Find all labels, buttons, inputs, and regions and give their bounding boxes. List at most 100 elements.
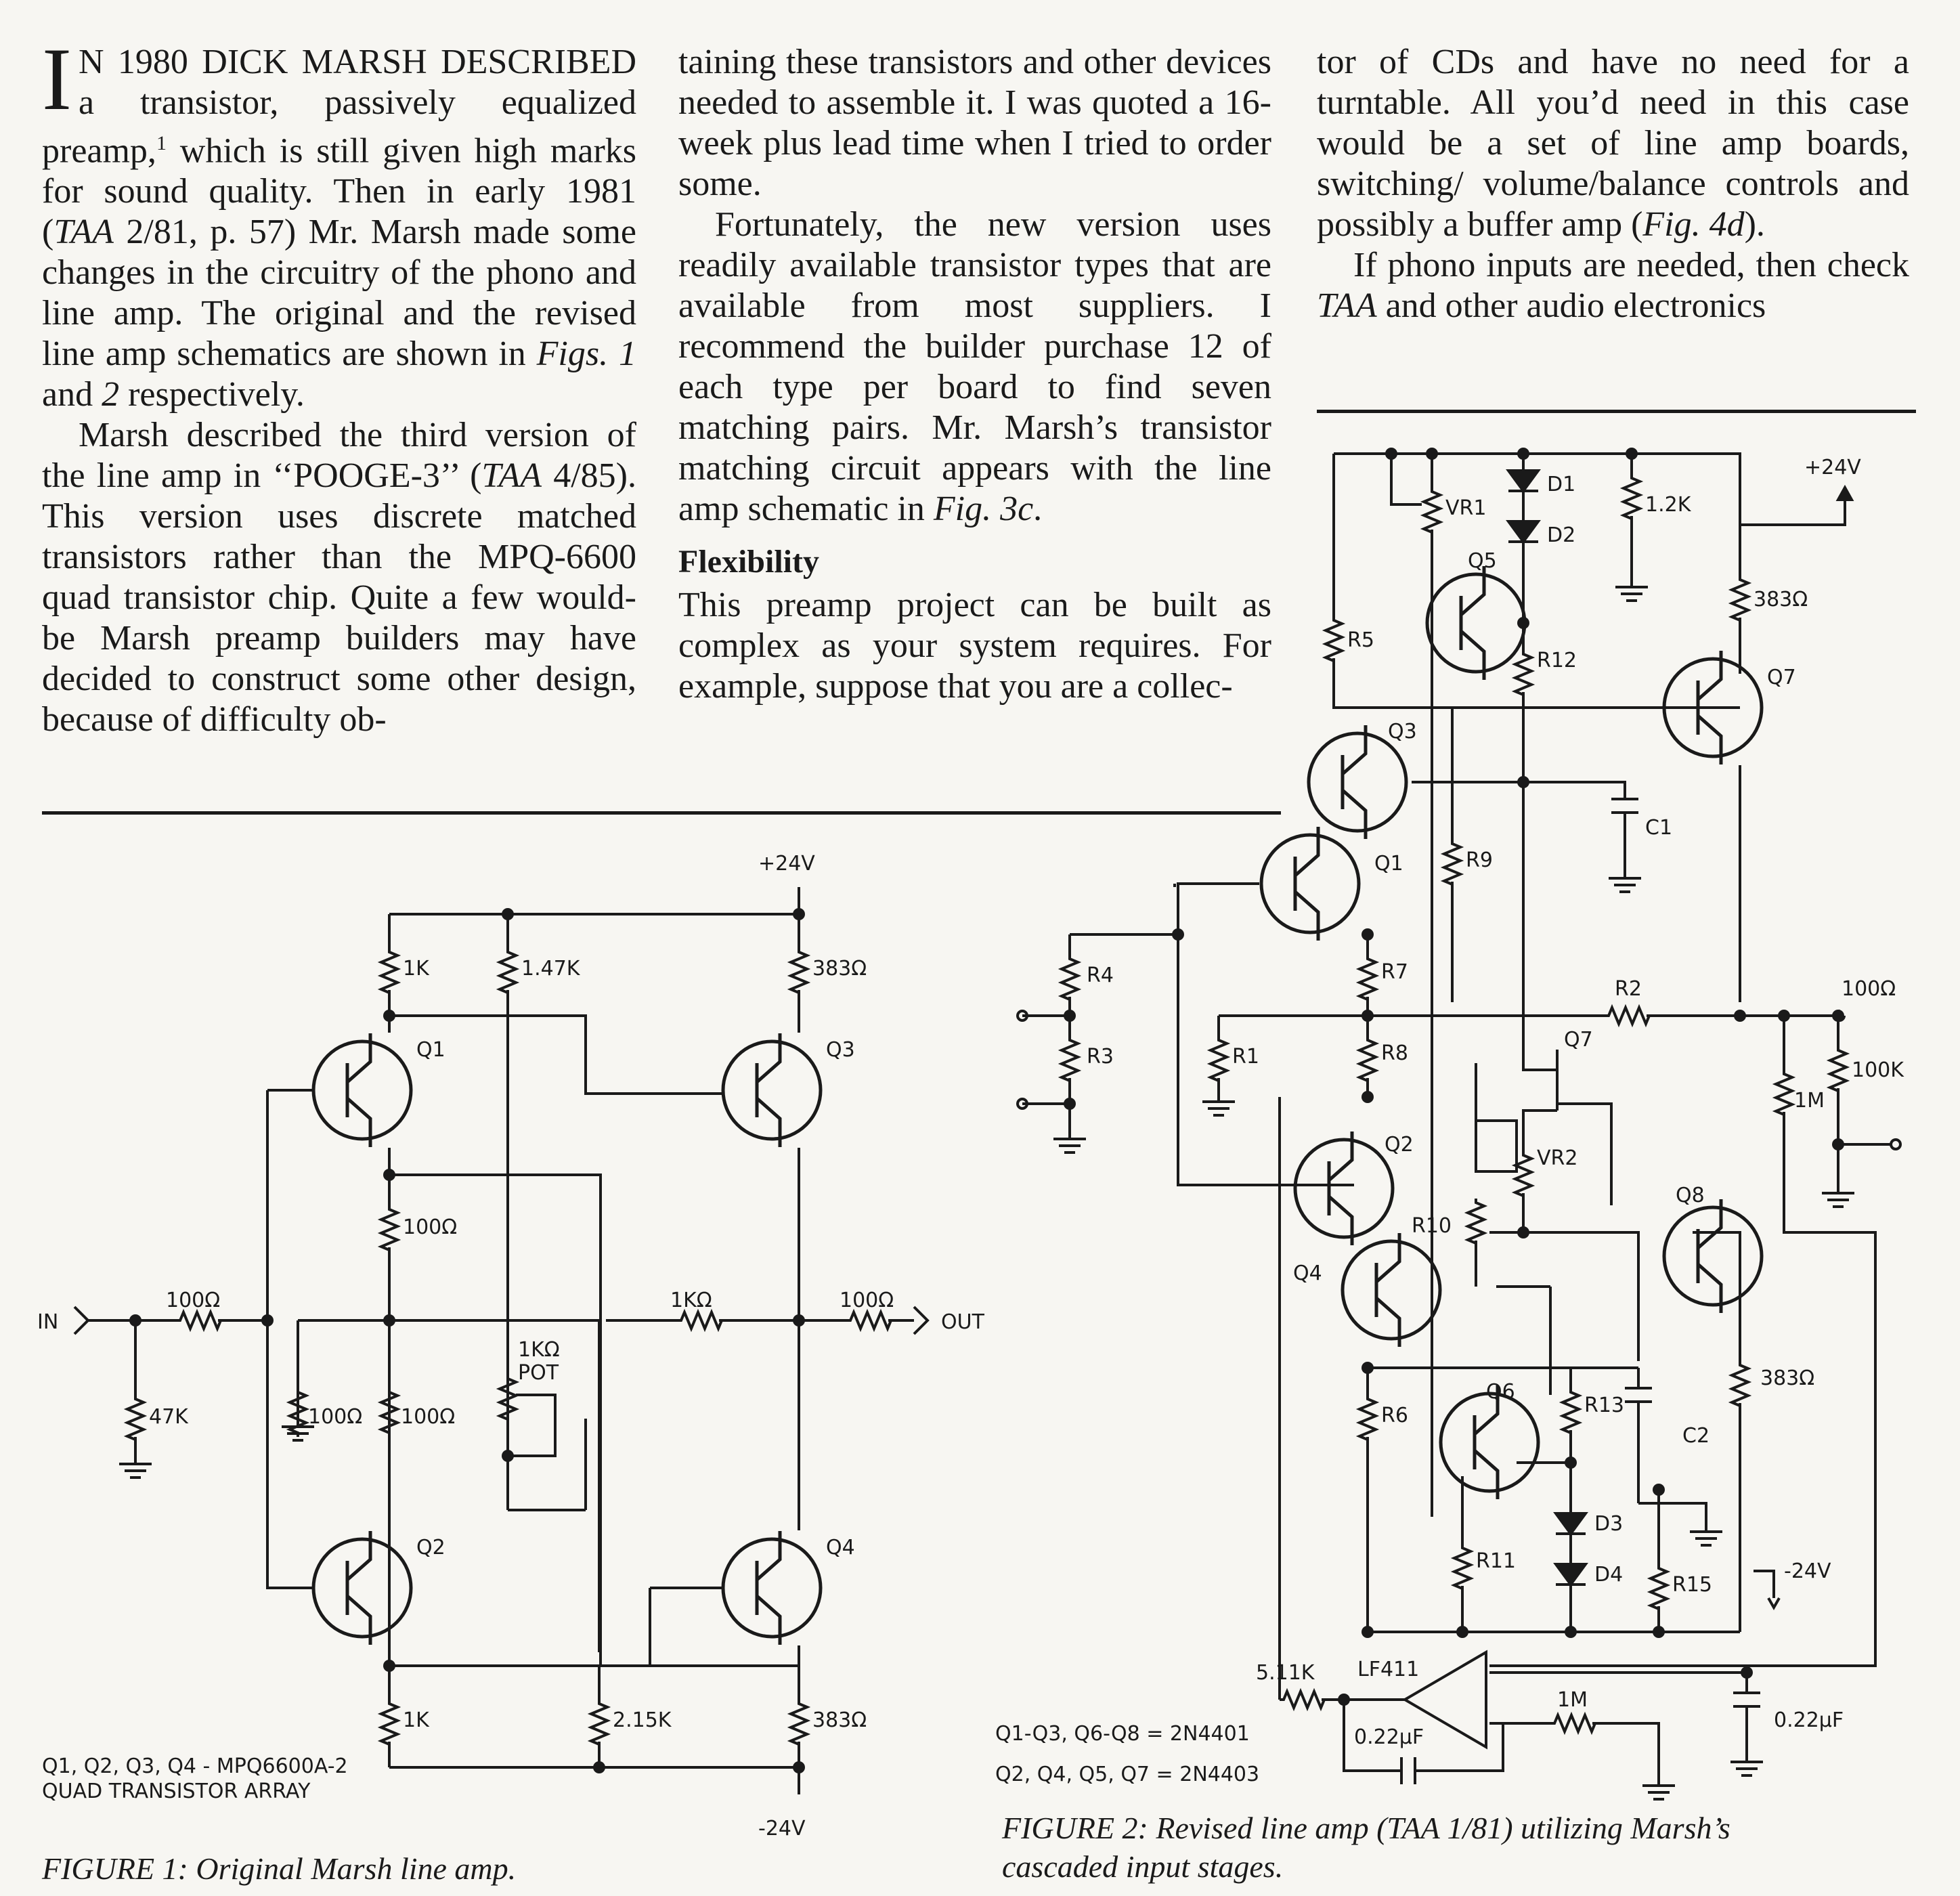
f2-q7-fet: Q7 [1564,1028,1593,1052]
p4-text: Fortunately, the new version uses readil… [678,205,1271,528]
f2-vr1: VR1 [1445,496,1486,520]
f1-note2: QUAD TRANSISTOR ARRAY [42,1780,311,1803]
f1-r100-b: 100Ω [401,1405,455,1429]
f1-r147k: 1.47K [521,957,581,981]
paragraph-7: If phono inputs are needed, then check T… [1317,245,1909,326]
f2-r9: R9 [1466,848,1493,872]
f1-r1k-out: 1KΩ [670,1289,712,1312]
figure2-schematic [1016,448,1902,1801]
f2-q2: Q2 [1385,1133,1414,1157]
f2-d3: D3 [1594,1512,1623,1536]
p7-text-b: and other audio electronics [1376,286,1766,325]
f1-r47k: 47K [149,1405,189,1429]
p7-taa: TAA [1317,286,1377,325]
f2-r10: R10 [1412,1214,1452,1238]
figure1-caption: FIGURE 1: Original Marsh line amp. [41,1851,516,1886]
f1-pot-val: 1KΩ [518,1338,560,1362]
f2-q1: Q1 [1374,852,1403,876]
f2-d1: D1 [1547,473,1575,496]
f2-r4: R4 [1087,964,1114,987]
f1-r383-bot: 383Ω [812,1708,867,1732]
f1-r1k-top: 1K [403,957,430,981]
text-column-3: tor of CDs and have no need for a turnta… [1317,42,1909,326]
f2-c022a: 0.22μF [1354,1725,1424,1749]
figure2-labels: +24V VR1 D1 D2 1.2K Q5 383Ω R5 R12 Q7 Q3… [995,456,1904,1786]
f1-r1k-bot: 1K [403,1708,430,1732]
rule-figure2 [1317,410,1916,413]
f2-r3: R3 [1087,1045,1114,1069]
f2-q5: Q5 [1468,549,1497,573]
drop-cap: I [42,29,72,129]
f1-in: IN [37,1310,58,1334]
f2-q8: Q8 [1676,1184,1705,1207]
f2-c2: C2 [1682,1424,1709,1448]
f2-r5: R5 [1347,628,1374,652]
f2-note2: Q2, Q4, Q5, Q7 = 2N4403 [995,1763,1259,1786]
f1-q2: Q2 [416,1536,445,1559]
p1-text-b: which is still given high marks for soun… [42,131,636,252]
lead-in: N 1980 DICK MARSH DESCRIBED [78,43,636,81]
paragraph-3: taining these transistors and other devi… [678,43,1271,203]
f2-d4: D4 [1594,1563,1623,1587]
section-heading: Flexibility [678,544,819,580]
f2-q7-top: Q7 [1767,666,1796,689]
p6-end: ). [1744,205,1765,244]
f1-note1: Q1, Q2, Q3, Q4 - MPQ6600A-2 [42,1754,348,1778]
f2-r383-bot: 383Ω [1760,1366,1814,1390]
f2-r1m: 1M [1794,1089,1825,1113]
p1-and: and [42,375,102,414]
f1-r100-mid: 100Ω [403,1215,457,1239]
p1-end: respectively. [119,375,305,414]
f2-r7: R7 [1381,960,1408,984]
f2-c022b: 0.22μF [1774,1708,1844,1732]
f2-plus24: +24V [1804,456,1861,479]
f2-note1: Q1-Q3, Q6-Q8 = 2N4401 [995,1722,1250,1746]
f1-r100-a: 100Ω [308,1405,362,1429]
figure1-labels: +24V -24V 1K 1.47K 383Ω Q1 Q2 Q3 Q4 100Ω… [37,852,985,1840]
f2-r1m-fb: 1M [1557,1688,1588,1712]
f2-r12k: 1.2K [1645,493,1692,517]
text-column-2: taining these transistors and other devi… [678,42,1271,707]
paragraph-5: This preamp project can be built as comp… [678,586,1271,706]
p2-text-a: Marsh described the third version of the… [42,416,636,496]
f1-minus24: -24V [758,1817,806,1840]
f2-r15: R15 [1672,1573,1712,1597]
f2-r11: R11 [1476,1549,1516,1573]
f1-q1: Q1 [416,1038,445,1062]
f2-r13: R13 [1584,1394,1624,1417]
f1-plus24: +24V [758,852,815,876]
paragraph-4: Fortunately, the new version uses readil… [678,204,1271,530]
f2-d2: D2 [1547,523,1575,547]
paragraph-2: Marsh described the third version of the… [42,415,636,740]
f2-r12: R12 [1537,649,1577,672]
f1-r100-out: 100Ω [840,1289,894,1312]
f1-r383-top: 383Ω [812,957,867,981]
p2-taa: TAA [481,456,542,496]
p1-figs: Figs. 1 [536,335,636,374]
f1-q4: Q4 [826,1536,855,1559]
figure2-caption-1: FIGURE 2: Revised line amp (TAA 1/81) ut… [1001,1811,1730,1845]
f2-r8: R8 [1381,1041,1408,1065]
f2-q3: Q3 [1388,720,1417,744]
p2-text-b: 4/85). This version uses discrete matche… [42,456,636,739]
f2-r511k: 5.11K [1256,1661,1315,1685]
f2-r2: R2 [1615,977,1642,1001]
p1-fig2: 2 [102,375,120,414]
f2-r1: R1 [1232,1045,1259,1069]
p1-text-a: a transistor, passively equalized preamp… [42,83,636,171]
f2-c1: C1 [1645,816,1672,840]
rule-figure1 [42,811,1281,815]
f1-out: OUT [941,1310,985,1334]
f1-r215k: 2.15K [613,1708,672,1732]
p4-end: . [1033,490,1043,528]
p7-text-a: If phono inputs are needed, then check [1353,246,1909,284]
f2-q4: Q4 [1293,1262,1322,1285]
f2-lf411: LF411 [1357,1658,1419,1681]
paragraph-6: tor of CDs and have no need for a turnta… [1317,42,1909,245]
p6-text: tor of CDs and have no need for a turnta… [1317,43,1909,244]
f2-r6: R6 [1381,1404,1408,1427]
p4-fig: Fig. 3c [933,490,1034,528]
